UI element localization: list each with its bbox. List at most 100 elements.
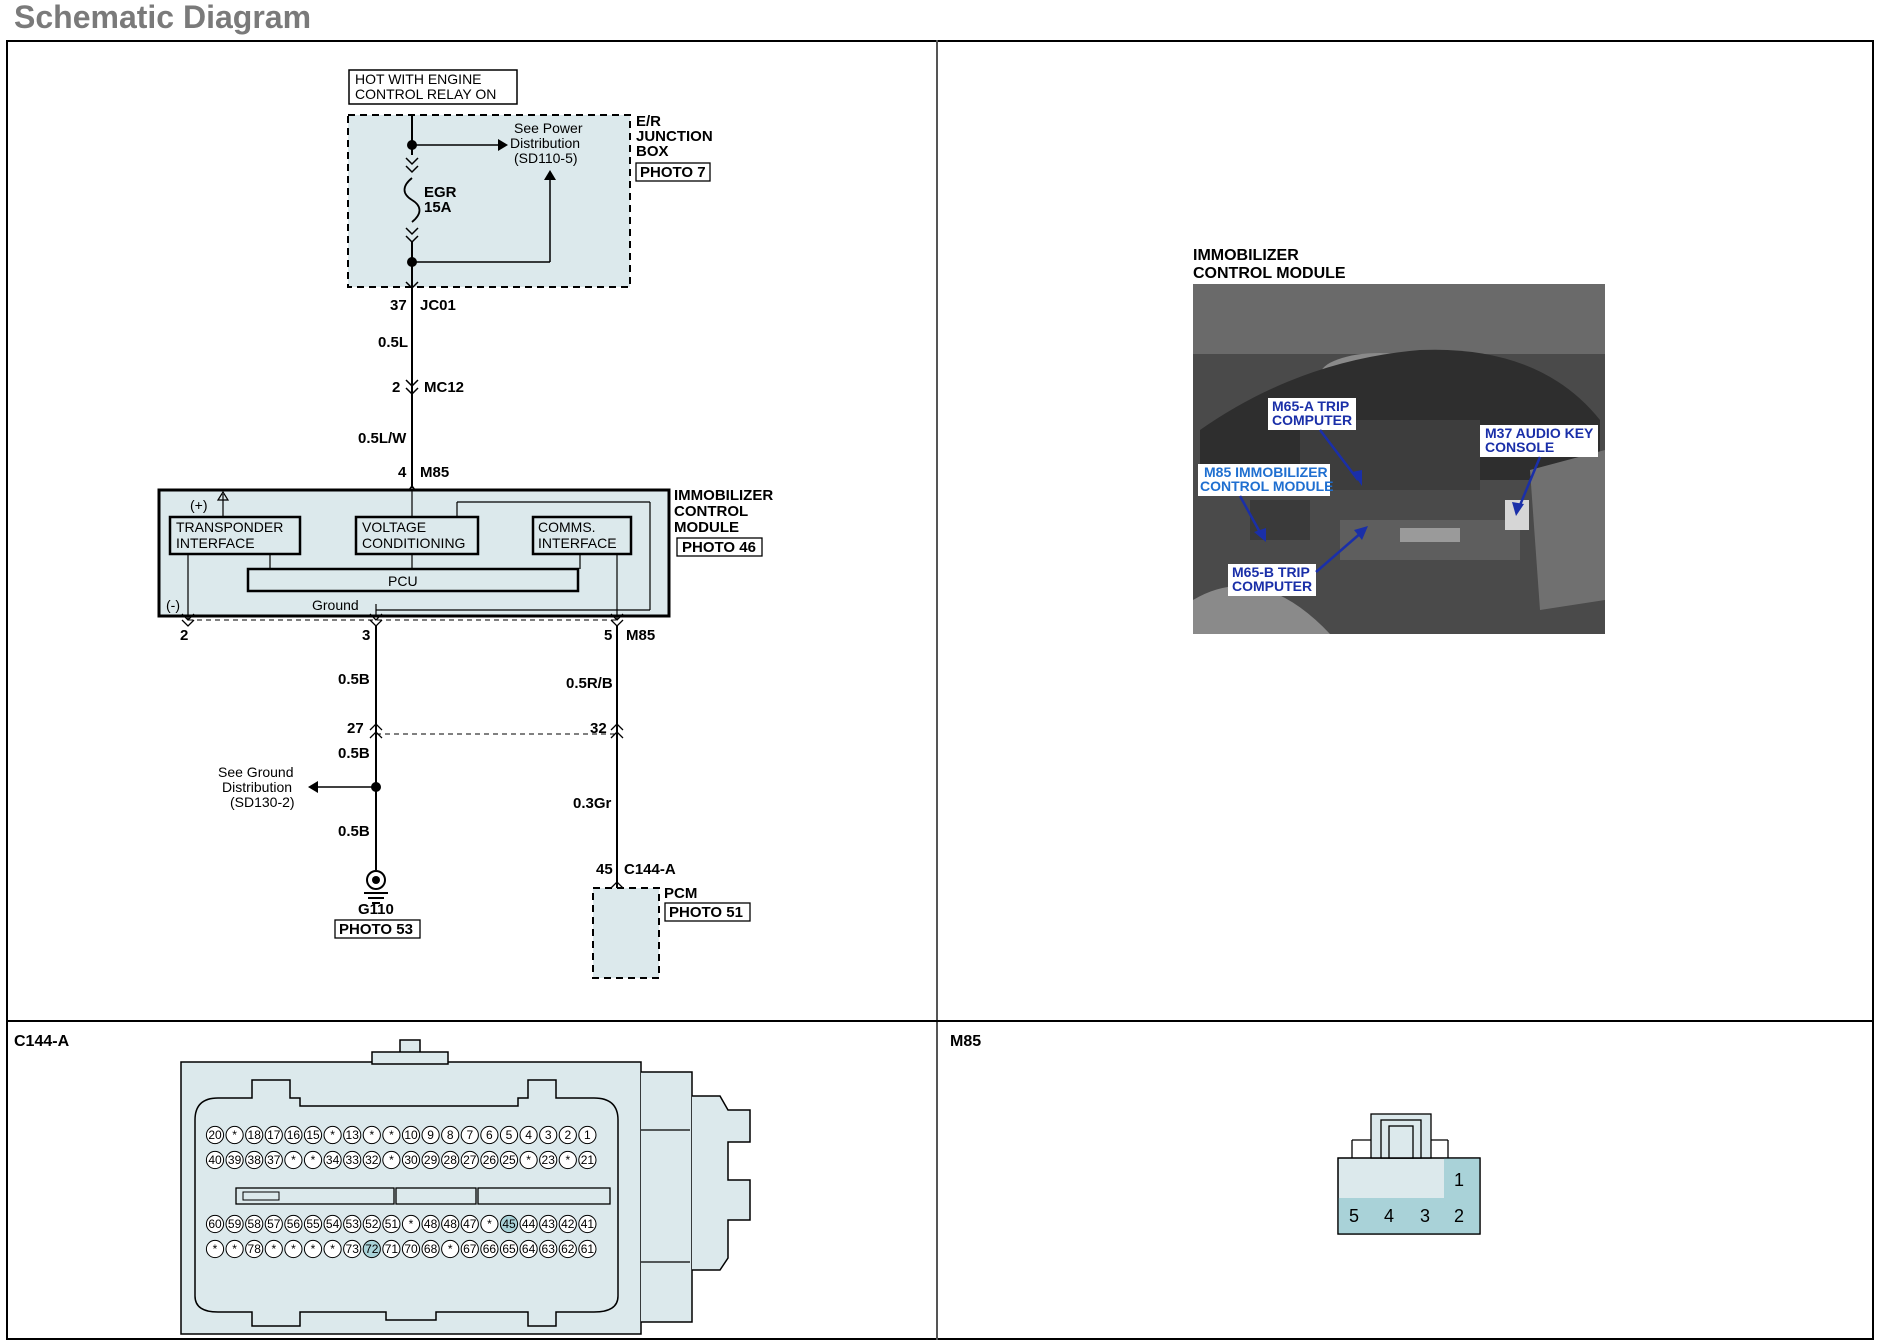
- callout-arrow-icon: [1254, 528, 1266, 542]
- wire-05l: 0.5L: [378, 334, 408, 351]
- c144a-pin: [225, 1239, 244, 1259]
- c144a-pin: [245, 1125, 264, 1145]
- c144a-pin: [441, 1125, 460, 1145]
- c144a-pin: [205, 1239, 225, 1259]
- c144a-pin-label: 33: [346, 1153, 360, 1167]
- c144a-pin-label: 43: [542, 1217, 556, 1231]
- c144a-pin: [558, 1239, 577, 1259]
- c144a-pin-label: *: [448, 1242, 453, 1256]
- connector-c144a-schematic: C144-A: [624, 861, 676, 878]
- c144a-pin-label: 42: [561, 1217, 575, 1231]
- m85-pin-4: 4: [1384, 1206, 1394, 1226]
- c144a-pin-label: *: [311, 1153, 316, 1167]
- c144a-title: C144-A: [14, 1033, 70, 1050]
- c144a-pin: [519, 1239, 538, 1259]
- pin-5-module: 5: [604, 627, 612, 644]
- c144a-pin-label: 45: [502, 1217, 516, 1231]
- c144a-pin: [264, 1214, 283, 1234]
- c144a-pin: [205, 1150, 225, 1170]
- c144a-pin-label: 70: [404, 1242, 418, 1256]
- c144a-pin-label: 58: [248, 1217, 262, 1231]
- c144a-pin-label: 64: [522, 1242, 536, 1256]
- pcm-photo-box: [664, 902, 751, 922]
- fuse-icon: [403, 177, 421, 223]
- c144a-pin: [323, 1125, 342, 1145]
- c144a-pin: [539, 1150, 558, 1170]
- c144a-pin-label: 27: [463, 1153, 477, 1167]
- m85-pin-2: 2: [1454, 1206, 1464, 1226]
- c144a-pin: [382, 1150, 401, 1170]
- c144a-pin: [323, 1150, 342, 1170]
- c144a-pin: [362, 1214, 381, 1234]
- c144a-pin-label: 59: [228, 1217, 242, 1231]
- ground-arrow-icon: [308, 781, 318, 793]
- c144a-pin: [421, 1214, 440, 1234]
- comms-interface-box: [531, 515, 633, 556]
- c144a-pin-label: 23: [542, 1153, 556, 1167]
- c144a-pin: [343, 1214, 362, 1234]
- c144a-pin: [558, 1125, 577, 1145]
- callout-arrow-icon: [1512, 502, 1524, 516]
- c144a-pin: [578, 1125, 597, 1145]
- c144a-pin-label: 55: [306, 1217, 320, 1231]
- m85-title: M85: [950, 1033, 981, 1050]
- ground-id: G110: [358, 901, 394, 918]
- c144a-pin: [499, 1150, 519, 1170]
- callout-m65b-line2: COMPUTER: [1232, 578, 1312, 594]
- hot-label-line1: HOT WITH ENGINE: [355, 71, 482, 87]
- c144a-pin: [303, 1150, 323, 1170]
- c144a-pin-label: 53: [346, 1217, 360, 1231]
- c144a-pin-label: *: [487, 1217, 492, 1231]
- power-arrow-icon: [498, 139, 508, 151]
- c144a-pin-label: 29: [424, 1153, 438, 1167]
- c144a-pin: [362, 1239, 381, 1259]
- c144a-pin: [343, 1125, 362, 1145]
- see-power-line2: Distribution: [510, 135, 580, 151]
- panel-divider-vertical: [936, 40, 938, 1340]
- c144a-pin-label: 78: [248, 1242, 262, 1256]
- c144a-pin: [558, 1150, 577, 1170]
- module-photo-label: PHOTO 46: [682, 539, 756, 556]
- c144a-pin-label: 6: [486, 1128, 493, 1142]
- panel-divider-horizontal: [6, 1020, 1874, 1022]
- transponder-label-1: TRANSPONDER: [176, 519, 283, 535]
- c144a-pin-label: 20: [208, 1128, 222, 1142]
- c144a-pin-label: 37: [267, 1153, 281, 1167]
- pcm-box: [592, 887, 660, 979]
- ground-photo-label: PHOTO 53: [339, 921, 413, 938]
- c144a-pin: [578, 1150, 597, 1170]
- c144a-pin-label: *: [232, 1242, 237, 1256]
- fuse-name: EGR: [424, 184, 457, 201]
- c144a-pin: [225, 1125, 244, 1145]
- c144a-pin-label: 25: [502, 1153, 516, 1167]
- c144a-pin-label: 21: [581, 1153, 595, 1167]
- c144a-pin: [480, 1150, 499, 1170]
- c144a-pin-label: *: [565, 1153, 570, 1167]
- callout-m85-box: [1198, 464, 1330, 496]
- c144a-pin: [382, 1239, 401, 1259]
- pcm-photo-label: PHOTO 51: [669, 904, 743, 921]
- c144a-pin-label: 66: [483, 1242, 497, 1256]
- callout-m65a-line1: M65-A TRIP: [1272, 398, 1349, 414]
- c144a-pin: [401, 1125, 421, 1145]
- c144a-pin: [460, 1239, 479, 1259]
- transponder-label-2: INTERFACE: [176, 535, 255, 551]
- see-ground-line3: (SD130-2): [230, 794, 295, 810]
- c144a-pin-label: 39: [228, 1153, 242, 1167]
- junction-box: [347, 114, 631, 288]
- c144a-pin: [343, 1239, 362, 1259]
- m85-pin-3: 3: [1420, 1206, 1430, 1226]
- c144a-pin-label: *: [389, 1153, 394, 1167]
- c144a-pin-label: *: [389, 1128, 394, 1142]
- see-ground-line2: Distribution: [222, 779, 292, 795]
- c144a-pin: [499, 1125, 519, 1145]
- voltage-label-1: VOLTAGE: [362, 519, 426, 535]
- c144a-pin: [264, 1239, 283, 1259]
- c144a-pin: [284, 1239, 303, 1259]
- c144a-pin: [441, 1239, 460, 1259]
- c144a-pin-label: 60: [208, 1217, 222, 1231]
- c144a-pin: [303, 1214, 323, 1234]
- see-ground-line1: See Ground: [218, 764, 294, 780]
- hot-label-box: [348, 69, 518, 105]
